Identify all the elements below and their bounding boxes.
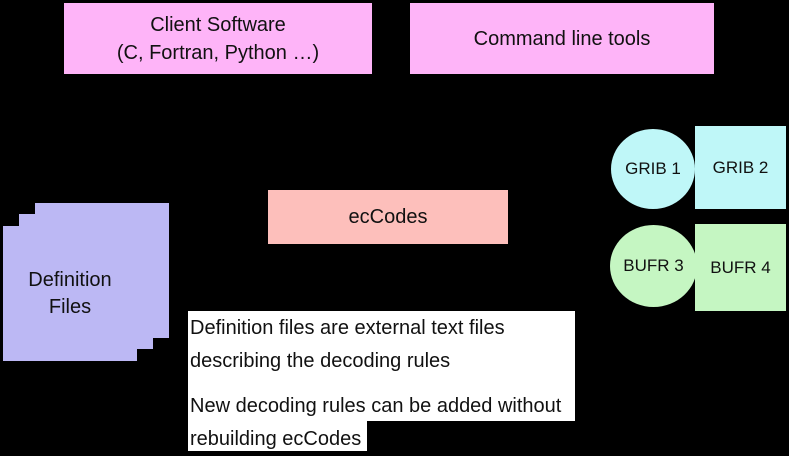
definition-files-note: Definition files are external text files… [188, 311, 575, 451]
grib1-label: GRIB 1 [625, 159, 681, 178]
bufr4-label: BUFR 4 [710, 257, 771, 277]
note-background-main [188, 311, 575, 421]
note-paragraph-2: New decoding rules can be added without … [190, 390, 561, 456]
grib2-label: GRIB 2 [712, 157, 769, 177]
note-paragraph-1: Definition files are external text files… [190, 312, 561, 378]
grib1-circle: GRIB 1 [611, 129, 695, 209]
command-line-tools-label: Command line tools [473, 27, 651, 50]
note-line-2: describing the decoding rules [190, 350, 451, 372]
client-software-label-line1: Client Software [150, 13, 286, 36]
command-line-tools-box: Command line tools [410, 3, 714, 74]
grib2-square: GRIB 2 [695, 126, 786, 209]
note-line-3: New decoding rules can be added without [190, 395, 562, 417]
client-software-label-line2: (C, Fortran, Python …) [116, 41, 320, 64]
note-background-tail [188, 421, 367, 451]
definition-files-label-line2: Files [48, 295, 92, 318]
note-line-1: Definition files are external text files [190, 317, 505, 339]
client-software-box: Client Software (C, Fortran, Python …) [64, 3, 372, 74]
bufr4-square: BUFR 4 [695, 224, 786, 311]
note-line-4: rebuilding ecCodes [190, 428, 362, 450]
eccodes-label: ecCodes [348, 205, 428, 228]
eccodes-box: ecCodes [268, 190, 508, 244]
definition-files-label-line1: Definition [28, 268, 112, 291]
bufr3-label: BUFR 3 [623, 256, 684, 275]
definition-files-box: Definition Files [3, 226, 137, 361]
note-text: Definition files are external text files… [190, 312, 561, 456]
bufr3-circle: BUFR 3 [610, 225, 697, 307]
